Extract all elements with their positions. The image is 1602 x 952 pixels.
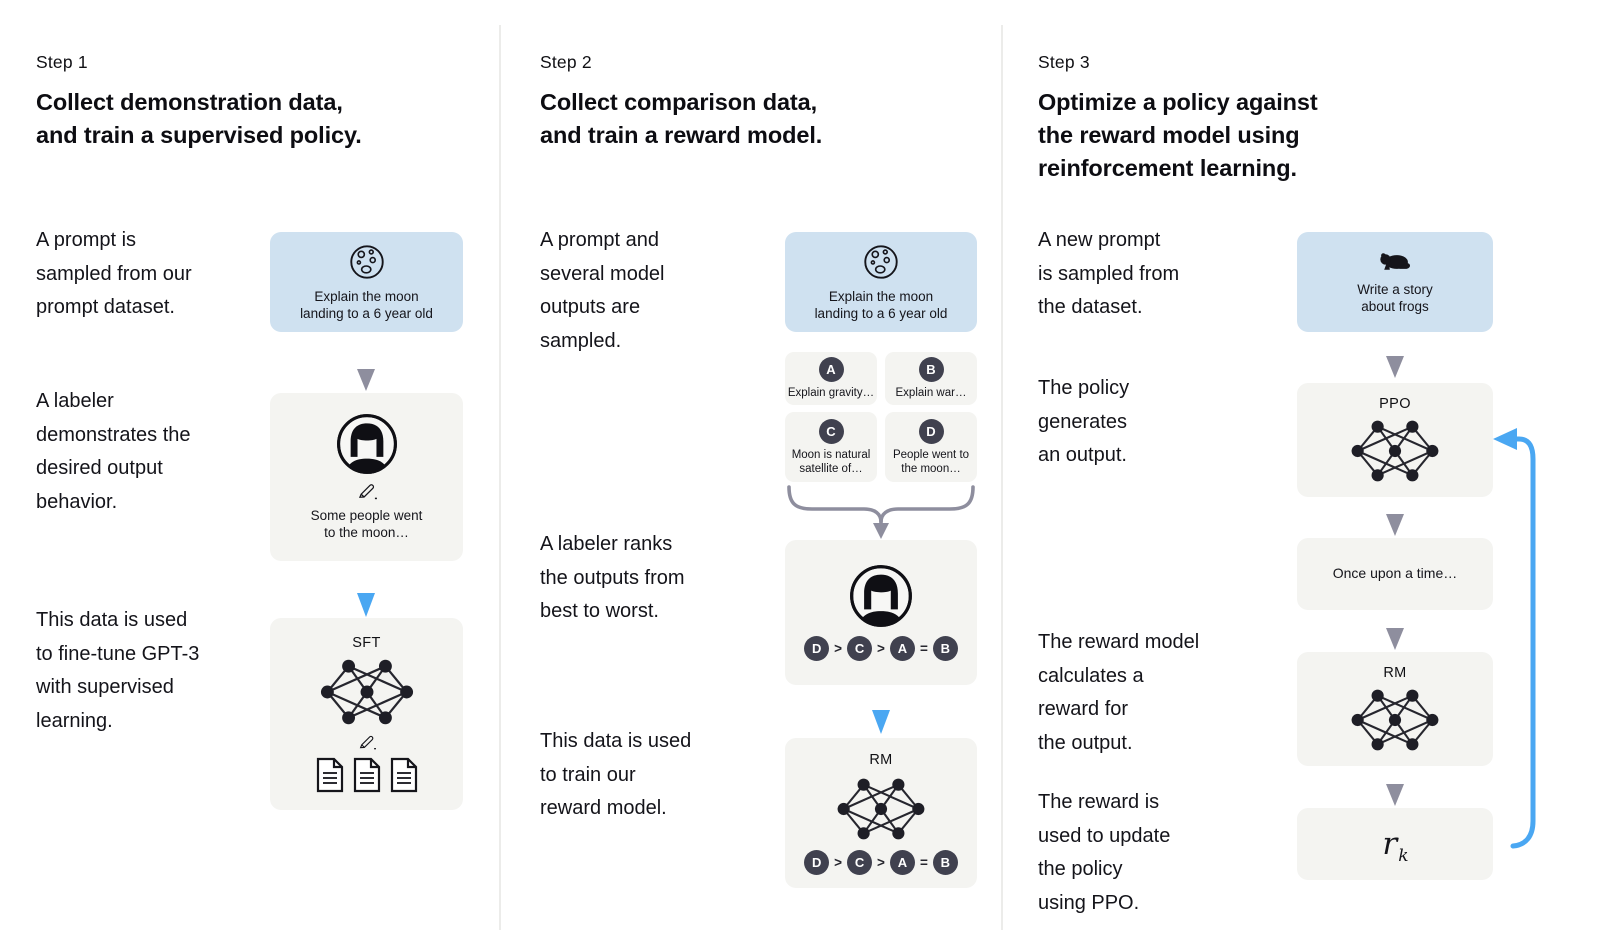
rm-label: RM <box>1383 665 1407 681</box>
document-icon <box>353 757 380 793</box>
step3-prompt-card-text: Write a story about frogs <box>1357 281 1433 315</box>
moon-icon <box>864 244 898 279</box>
rank-badge: B <box>932 849 958 875</box>
rank-badge: D <box>804 636 830 661</box>
rank-separator: = <box>919 641 928 656</box>
step1-label: Step 1 <box>36 52 88 72</box>
down-arrow-gray <box>1386 784 1404 806</box>
document-icon <box>390 757 417 793</box>
answer-text-c: Moon is natural satellite of… <box>791 448 871 475</box>
answer-card-d: D People went to the moon… <box>885 412 977 482</box>
rank-badge: A <box>889 636 915 661</box>
step3-caption-prompt: A new prompt is sampled from the dataset… <box>1038 229 1180 318</box>
step1-prompt-card: Explain the moon landing to a 6 year old <box>270 232 463 332</box>
rank-separator: > <box>834 641 843 656</box>
labeler-avatar-icon <box>336 413 397 474</box>
document-icon <box>316 757 343 793</box>
step3-output-card-text: Once upon a time… <box>1332 565 1458 582</box>
step2-label: Step 2 <box>540 52 592 72</box>
answer-badge-d: D <box>918 418 944 444</box>
down-arrow-gray <box>1386 514 1404 536</box>
rank-badge: B <box>932 636 958 661</box>
step1-caption-finetune: This data is used to fine-tune GPT-3 wit… <box>36 609 200 732</box>
step3-caption-policy: The policy generates an output. <box>1038 377 1130 466</box>
down-arrow-blue <box>872 710 890 734</box>
ppo-label: PPO <box>1379 396 1411 412</box>
ranking-row: D > C > A = B <box>804 849 958 875</box>
pencil-icon <box>359 735 376 750</box>
down-arrow-gray <box>1386 628 1404 650</box>
step3-rm-card: RM <box>1297 652 1493 766</box>
step3-output-card: Once upon a time… <box>1297 538 1493 610</box>
ranking-row: D > C > A = B <box>804 636 958 661</box>
step2-caption-sampled: A prompt and several model outputs are s… <box>540 229 665 352</box>
step3-prompt-card: Write a story about frogs <box>1297 232 1493 332</box>
neural-network-icon <box>320 659 413 725</box>
feedback-loop-arrow <box>1493 428 1536 849</box>
step1-prompt-card-text: Explain the moon landing to a 6 year old <box>300 288 433 322</box>
down-arrow-gray <box>1386 356 1404 378</box>
converge-brace <box>787 485 975 539</box>
neural-network-icon <box>1351 689 1439 751</box>
moon-icon <box>349 244 384 279</box>
answer-text-d: People went to the moon… <box>892 448 970 475</box>
rank-badge: A <box>889 849 915 875</box>
labeler-avatar-icon <box>850 565 912 627</box>
step3-ppo-card: PPO <box>1297 383 1493 497</box>
step2-title: Collect comparison data, and train a rew… <box>540 89 823 148</box>
step3-caption-update: The reward is used to update the policy … <box>1038 791 1171 914</box>
rank-separator: = <box>919 854 928 870</box>
documents-row <box>315 757 419 793</box>
step2-caption-train: This data is used to train our reward mo… <box>540 730 692 819</box>
answer-badge-c: C <box>818 418 844 444</box>
step3-caption-reward: The reward model calculates a reward for… <box>1038 631 1200 754</box>
down-arrow-gray <box>357 369 375 391</box>
step1-sft-card: SFT <box>270 618 463 810</box>
pencil-icon <box>358 483 377 499</box>
answer-text-a: Explain gravity… <box>787 387 875 399</box>
neural-network-icon <box>837 778 925 839</box>
neural-network-icon <box>1351 420 1439 482</box>
answer-card-c: C Moon is natural satellite of… <box>785 412 877 482</box>
rank-separator: > <box>877 641 885 656</box>
rank-separator: > <box>877 854 885 870</box>
reward-symbol: r <box>1382 826 1398 862</box>
rank-badge: C <box>847 849 873 875</box>
down-arrow-blue <box>357 593 375 617</box>
step1-caption-labeler: A labeler demonstrates the desired outpu… <box>36 390 191 513</box>
step2-prompt-card: Explain the moon landing to a 6 year old <box>785 232 977 332</box>
answer-badge-a: A <box>818 357 844 382</box>
answer-badge-b: B <box>918 357 944 382</box>
rank-separator: > <box>834 854 843 870</box>
reward-value: rk <box>1382 826 1408 866</box>
step2-rm-card: RM D > C > A = B <box>785 738 977 888</box>
reward-subscript: k <box>1398 846 1409 866</box>
step3-label: Step 3 <box>1038 52 1090 72</box>
sft-label: SFT <box>352 635 381 651</box>
column-divider-2 <box>1001 25 1003 930</box>
rank-badge: D <box>804 849 830 875</box>
rank-badge: C <box>847 636 873 661</box>
step3-title: Optimize a policy against the reward mod… <box>1038 89 1318 181</box>
column-divider-1 <box>499 25 501 930</box>
answer-text-b: Explain war… <box>895 387 967 399</box>
step2-prompt-card-text: Explain the moon landing to a 6 year old <box>814 288 948 322</box>
step1-caption-prompt: A prompt is sampled from our prompt data… <box>36 229 192 318</box>
step1-title: Collect demonstration data, and train a … <box>36 89 362 148</box>
step3-reward-card: rk <box>1297 808 1493 880</box>
frog-icon <box>1380 252 1410 270</box>
step1-labeler-card-text: Some people went to the moon… <box>310 507 423 541</box>
step1-labeler-card: Some people went to the moon… <box>270 393 463 561</box>
step2-ranking-card: D > C > A = B <box>785 540 977 685</box>
rm-label: RM <box>869 751 893 768</box>
step2-caption-rank: A labeler ranks the outputs from best to… <box>540 533 685 622</box>
answer-card-a: A Explain gravity… <box>785 352 877 405</box>
answer-card-b: B Explain war… <box>885 352 977 405</box>
